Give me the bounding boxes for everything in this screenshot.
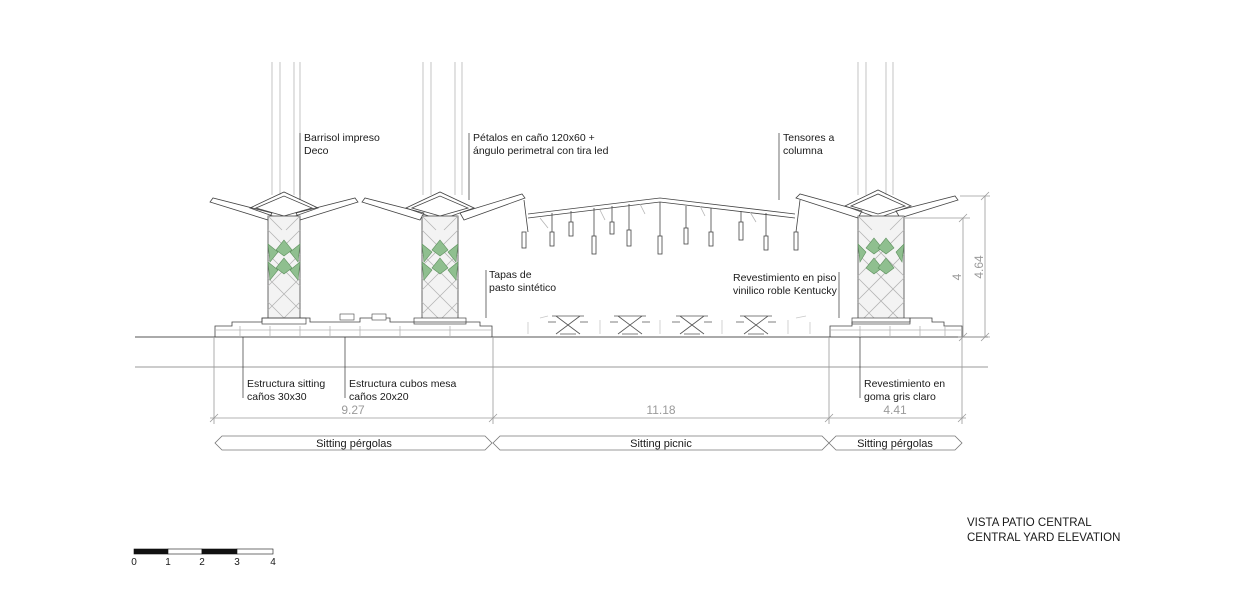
svg-text:caños 20x20: caños 20x20 <box>349 391 409 403</box>
right-sitting-blocks <box>829 317 963 337</box>
svg-text:vinilico roble Kentucky: vinilico roble Kentucky <box>733 285 838 297</box>
svg-text:Tensores a: Tensores a <box>783 132 835 144</box>
scale-tick-1: 1 <box>165 557 171 568</box>
svg-text:columna: columna <box>783 145 823 157</box>
vertical-dimensions <box>905 191 990 342</box>
annotation-estructura-sitting: Estructura sitting caños 30x30 <box>247 378 325 403</box>
title-en: CENTRAL YARD ELEVATION <box>967 532 1120 544</box>
annotation-revestimiento-piso: Revestimiento en piso vinilico roble Ken… <box>733 272 838 297</box>
tension-cables <box>271 62 894 195</box>
annotation-tapas: Tapas de pasto sintético <box>489 269 556 294</box>
picnic-tables <box>527 315 811 335</box>
scale-tick-0: 0 <box>131 557 137 568</box>
svg-text:Estructura cubos mesa: Estructura cubos mesa <box>349 378 457 390</box>
annotation-estructura-cubos: Estructura cubos mesa caños 20x20 <box>349 378 457 403</box>
svg-text:Revestimiento en piso: Revestimiento en piso <box>733 272 836 284</box>
zone-label-right: Sitting pérgolas <box>857 438 933 450</box>
annotation-petalos: Pétalos en caño 120x60 + ángulo perimetr… <box>473 132 609 157</box>
svg-text:Deco: Deco <box>304 145 329 157</box>
scale-tick-4: 4 <box>270 557 276 568</box>
pergola-3 <box>795 189 959 325</box>
title-es: VISTA PATIO CENTRAL <box>967 517 1092 529</box>
svg-text:goma gris claro: goma gris claro <box>864 391 936 403</box>
leader-lines <box>242 133 861 398</box>
dim-width-right: 4.41 <box>883 403 907 417</box>
scale-tick-3: 3 <box>234 557 240 568</box>
zone-label-center: Sitting picnic <box>630 438 692 450</box>
drawing-title: VISTA PATIO CENTRAL CENTRAL YARD ELEVATI… <box>967 517 1120 544</box>
annotation-revestimiento-goma: Revestimiento en goma gris claro <box>864 378 945 403</box>
left-sitting-blocks <box>214 313 493 337</box>
leaf-cluster <box>857 237 905 275</box>
svg-text:Revestimiento en: Revestimiento en <box>864 378 945 390</box>
dim-width-left: 9.27 <box>341 403 365 417</box>
annotation-tensores: Tensores a columna <box>783 132 835 157</box>
dim-height-4: 4 <box>950 273 964 280</box>
annotation-barrisol: Barrisol impreso Deco <box>304 132 380 157</box>
svg-text:Barrisol impreso: Barrisol impreso <box>304 132 380 144</box>
zone-label-left: Sitting pérgolas <box>316 438 392 450</box>
scale-tick-2: 2 <box>199 557 205 568</box>
pergola-2 <box>361 191 526 325</box>
pendant-lights <box>521 202 799 255</box>
svg-text:ángulo perimetral con tira led: ángulo perimetral con tira led <box>473 145 609 157</box>
svg-text:Tapas de: Tapas de <box>489 269 532 281</box>
svg-text:Estructura sitting: Estructura sitting <box>247 378 325 390</box>
zone-bands <box>214 435 963 451</box>
horizontal-dimension-line <box>209 337 967 424</box>
scale-bar: 0 1 2 3 4 <box>131 548 276 568</box>
leaf-cluster <box>267 239 301 281</box>
svg-text:caños 30x30: caños 30x30 <box>247 391 307 403</box>
svg-text:pasto sintético: pasto sintético <box>489 282 556 294</box>
pergola-1 <box>209 191 359 325</box>
svg-text:Pétalos en caño 120x60 +: Pétalos en caño 120x60 + <box>473 132 595 144</box>
central-canopy <box>521 197 801 255</box>
dim-height-464: 4.64 <box>972 255 986 279</box>
ground-lines <box>135 336 988 368</box>
dim-width-center: 11.18 <box>646 403 675 417</box>
leaf-cluster <box>421 239 459 281</box>
